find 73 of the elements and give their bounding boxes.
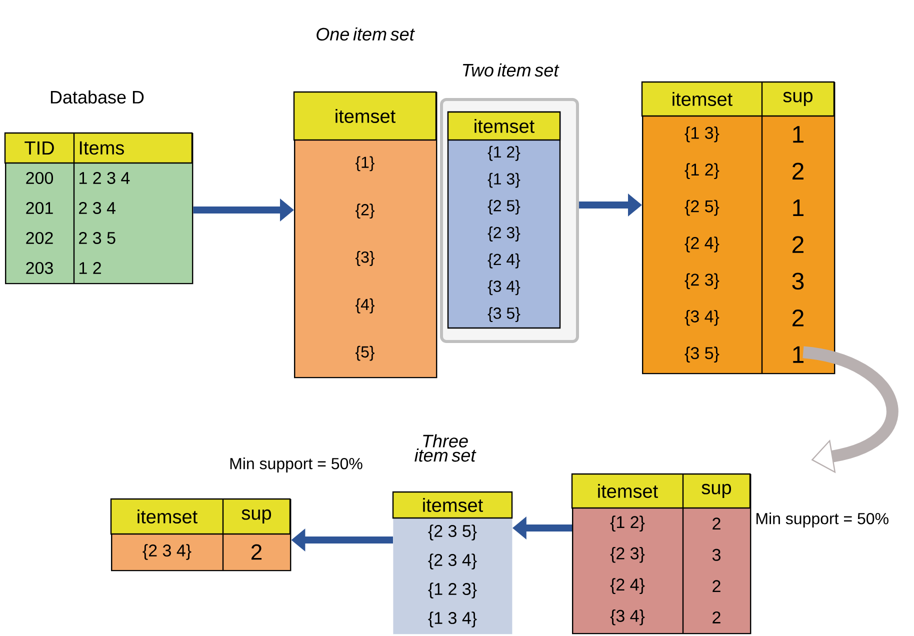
header-cell: itemset [336,109,396,123]
table-cell: {2 3} [610,546,645,563]
table-cell: {1 3} [488,172,520,188]
table-cell: {4} [355,298,374,314]
table-cell: 1 [793,346,804,363]
table-cell: {5} [355,346,374,361]
header-cell: Items [80,141,124,155]
note: Min support = 50% [756,512,888,528]
table-cell: {1 2} [610,516,645,532]
header-cell: itemset [598,484,658,498]
note: Min support = 50% [230,458,362,472]
table-cell: 2 [792,162,804,180]
table-cell: 201 [26,202,53,214]
table-cell: 2 [792,310,804,326]
table [641,81,836,374]
table-cell: {2 5} [684,200,720,216]
table-cell: 2 [792,236,804,253]
table-cell: {2 4} [610,578,645,594]
table-cell: {2 4} [684,236,720,252]
table-cell: {2 5} [488,200,520,215]
table-cell: 2 [252,544,262,560]
table-cell: 2 [712,518,720,530]
table-cell: {3 4} [610,609,645,626]
table [392,434,513,634]
table-cell: 2 3 5 [79,232,116,244]
header-cell: sup [242,509,272,524]
table-cell: {3} [355,251,374,266]
heading: One item set [316,27,415,41]
arrow [802,346,898,474]
table [440,63,579,343]
table-cell: {2 4} [488,253,520,268]
table-cell: 1 2 3 4 [80,172,130,184]
header-cell: itemset [423,498,483,512]
table [293,27,438,378]
table [110,498,292,572]
header-cell: itemset [138,510,198,524]
table-cell: 2 [712,580,720,592]
table-cell: 1 2 [80,262,101,274]
table-cell: 1 [793,126,804,143]
heading: Two item set [462,63,560,77]
table-cell: {1 2 3} [428,582,477,598]
table-cell: 2 3 4 [79,202,116,214]
header-cell: TID [24,141,54,155]
table-cell: 200 [26,172,54,184]
table-cell: 3 [712,548,720,561]
table-cell: {1 2} [488,146,520,161]
table-cell: {2 3} [488,226,520,242]
table-cell: {2 3 4} [428,554,477,570]
header-cell: itemset [474,119,534,133]
table [4,90,194,284]
table-cell: 202 [26,232,53,244]
table-cell: {1} [355,156,374,172]
table-cell: {2 3} [684,273,720,290]
table [571,473,888,634]
table-cell: {3 5} [488,307,520,322]
table-cell: {1 3 4} [428,612,477,628]
table-cell: {2 3 4} [142,544,192,560]
table-cell: {3 4} [684,310,720,326]
header-cell: sup [702,484,732,498]
table-cell: {1 3} [684,126,720,142]
heading: Three item set [414,434,476,462]
header-cell: itemset [672,92,732,106]
table-cell: 3 [792,272,804,290]
table-cell: 2 [712,611,720,624]
table-cell: {1 2} [684,163,720,179]
header-cell: sup [783,92,813,106]
table-cell: 1 [793,200,804,216]
table-cell: 203 [26,262,53,274]
table-cell: {3 5} [684,346,720,362]
table-cell: {2} [355,204,374,219]
table-cell: {3 4} [488,280,520,296]
table-cell: {2 3 5} [428,524,477,540]
heading: Database D [50,90,144,104]
